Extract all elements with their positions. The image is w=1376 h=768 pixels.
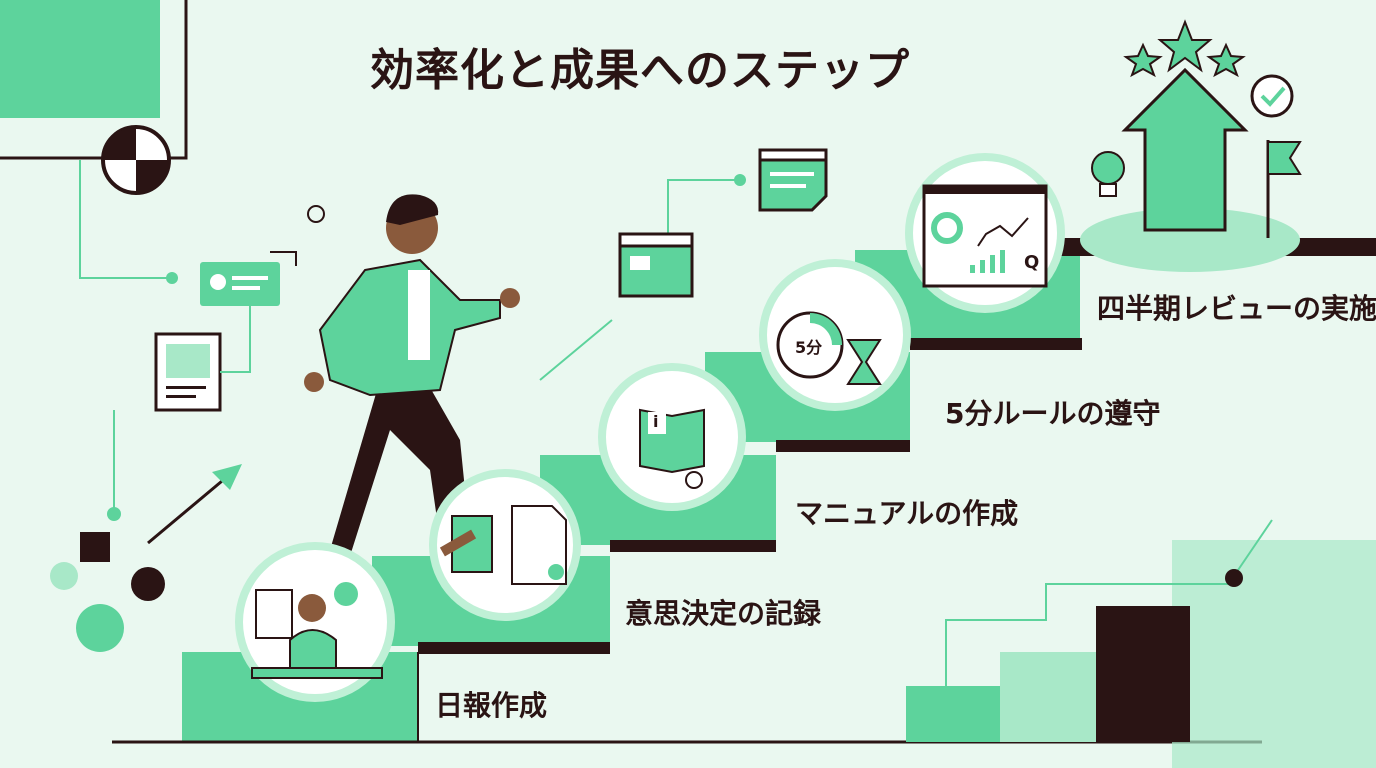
person-writing-report-icon: [251, 582, 383, 679]
small-square: [80, 532, 110, 562]
bottom-right-blocks: [906, 519, 1376, 768]
page-title: 効率化と成果へのステップ: [370, 45, 910, 96]
arrow-up-right-icon: [147, 464, 242, 545]
stopwatch-hourglass-icon: [776, 311, 882, 385]
pie-circle-icon: [101, 125, 171, 195]
image-document-icon: [154, 332, 222, 412]
note-page-icon: [758, 148, 828, 212]
quarterly-dashboard-icon: [922, 184, 1048, 288]
browser-window-icon: [618, 232, 694, 298]
step-label-five-minute-rule: 5分ルールの遵守: [945, 397, 1161, 430]
gavel-and-flowchart-icon: [439, 505, 567, 585]
quarter-badge: Q: [1024, 252, 1040, 273]
achievement-icons: [1091, 19, 1302, 238]
small-circle-icon: [307, 205, 325, 223]
step-label-quarterly-review: 四半期レビューの実施: [1097, 292, 1376, 325]
corner-block: [0, 0, 160, 118]
step-label-daily-report: 日報作成: [435, 689, 548, 722]
step-label-decision-record: 意思決定の記録: [625, 597, 822, 630]
five-minute-badge: 5分: [795, 338, 823, 357]
info-badge: i: [653, 412, 659, 431]
step-label-manual: マニュアルの作成: [795, 497, 1019, 530]
person-climbing-stairs: [304, 194, 520, 556]
corner-frame-line: [0, 0, 188, 160]
manual-book-icon: [639, 408, 705, 489]
connector-line: [79, 160, 170, 279]
id-card-icon: [200, 262, 280, 306]
